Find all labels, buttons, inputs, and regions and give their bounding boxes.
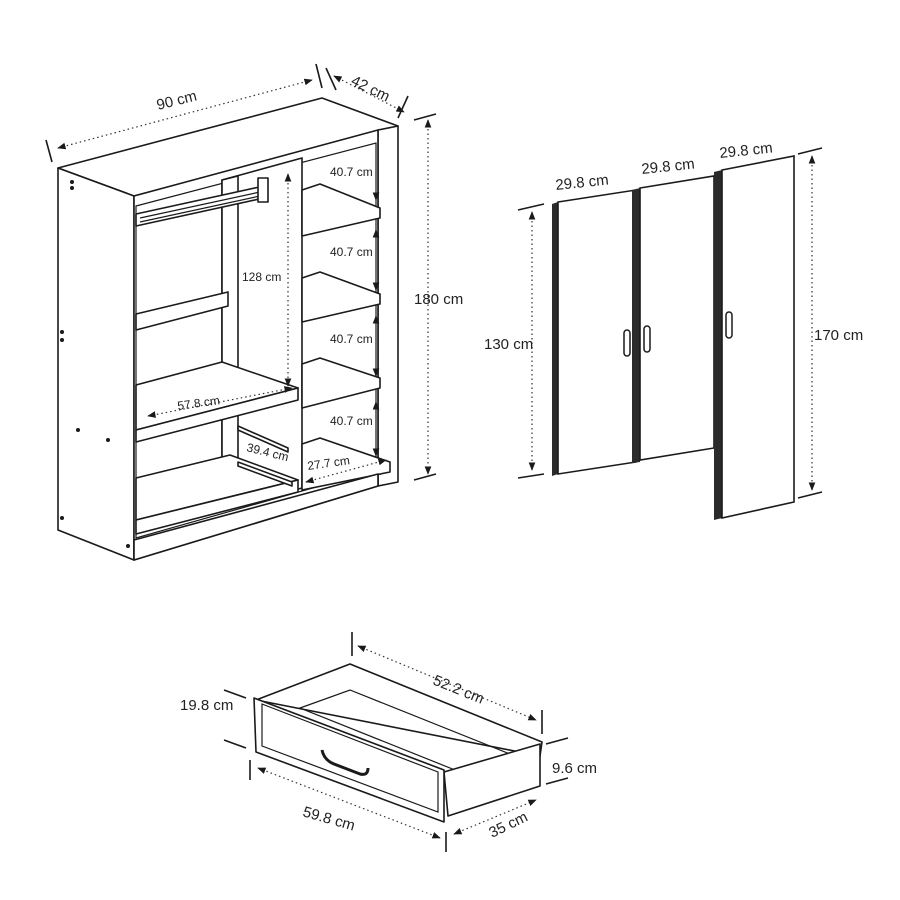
door-short-height-label: 130 cm	[484, 336, 533, 353]
hanging-height-label: 128 cm	[242, 270, 281, 284]
door-tall-height-label: 170 cm	[814, 327, 863, 344]
inner-width-right-label: 27.7 cm	[306, 453, 350, 473]
wardrobe-width-label: 90 cm	[155, 88, 199, 114]
door-2[interactable]	[639, 175, 715, 461]
drawer-slot-edge	[135, 479, 299, 535]
wardrobe-drawing: 90 cm 42 cm 180 cm 128 cm 40.7 cm 40.7 c…	[45, 63, 463, 561]
door-2-handle[interactable]	[643, 325, 651, 353]
drawer-runner-lower	[237, 461, 293, 487]
inner-width-left-label: 57.8 cm	[176, 393, 220, 413]
wardrobe-left-side	[57, 167, 135, 561]
assembly-holes	[60, 180, 130, 548]
wardrobe-height-label: 180 cm	[414, 291, 463, 308]
door-1-width-label: 29.8 cm	[555, 171, 610, 193]
drawer-side-height-label: 9.6 cm	[552, 760, 597, 777]
shelf-gap-label-3: 40.7 cm	[330, 332, 373, 346]
door-2-width-label: 29.8 cm	[641, 155, 696, 177]
door-1-handle[interactable]	[623, 329, 631, 357]
drawer-front-height-label: 19.8 cm	[180, 697, 233, 714]
drawer-right-side	[443, 743, 541, 817]
doors-drawing: 29.8 cm 29.8 cm 29.8 cm 130 cm 170 cm	[484, 139, 863, 520]
wardrobe-depth-label: 42 cm	[348, 72, 392, 105]
drawer-drawing: 52.2 cm 19.8 cm 9.6 cm 59.8 cm 35 cm	[180, 632, 597, 852]
shelf-gap-label-2: 40.7 cm	[330, 245, 373, 259]
shelf-gap-label-4: 40.7 cm	[330, 414, 373, 428]
wardrobe-plinth	[133, 473, 379, 561]
drawer-runner-upper	[237, 425, 289, 453]
drawer-side-depth-label: 35 cm	[486, 808, 530, 841]
shelf-gap-label-1: 40.7 cm	[330, 165, 373, 179]
door-3-handle[interactable]	[725, 311, 733, 339]
door-3[interactable]	[721, 155, 795, 519]
door-3-width-label: 29.8 cm	[719, 139, 774, 161]
wardrobe-right-side	[377, 125, 399, 487]
drawer-front-width-label: 59.8 cm	[301, 804, 357, 835]
rail-bracket	[257, 177, 269, 203]
left-shelf-upper	[135, 291, 229, 331]
